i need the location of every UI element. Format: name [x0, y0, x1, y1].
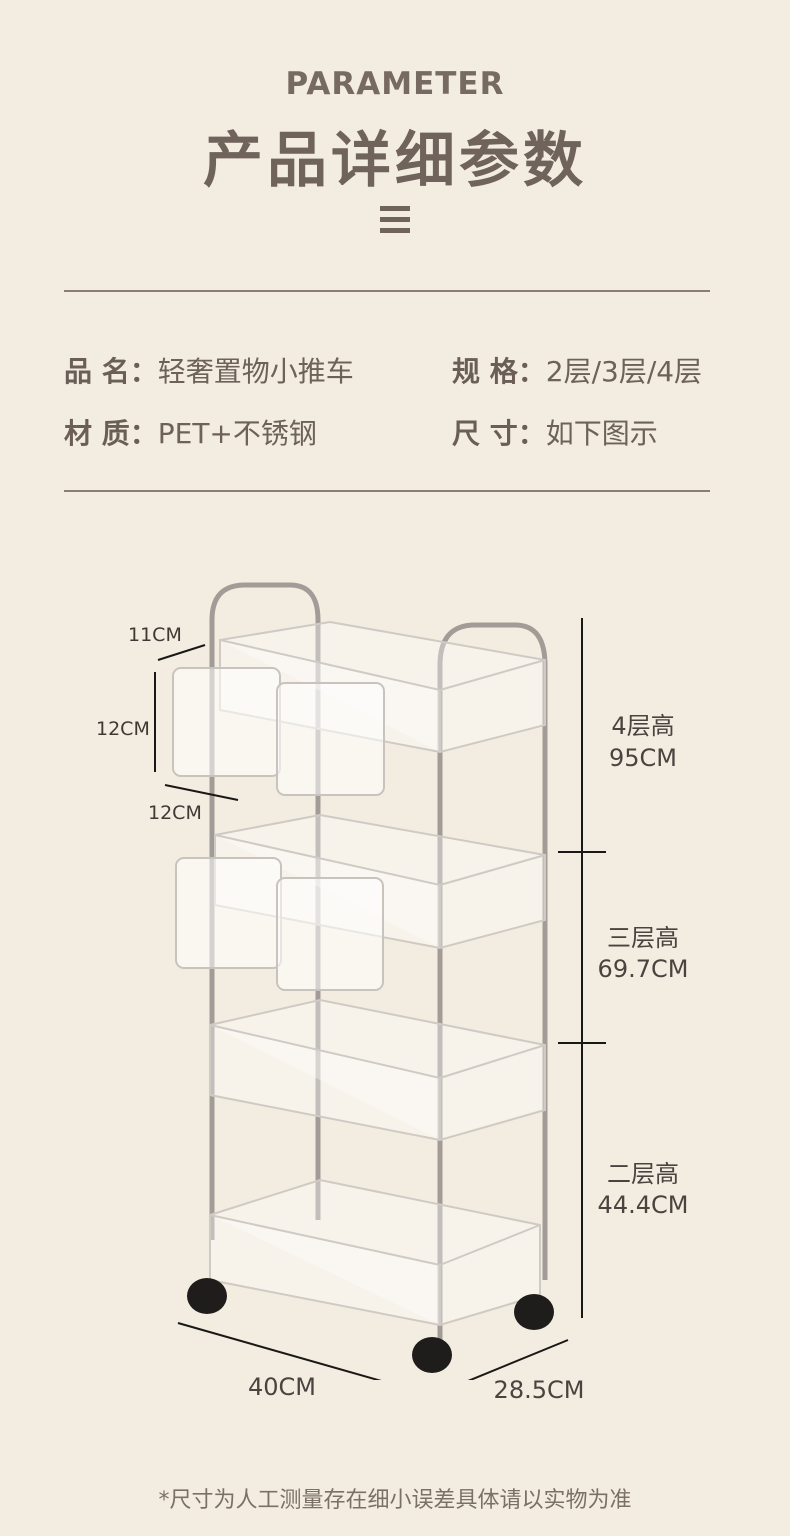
- spec-key: 材 质：: [64, 417, 158, 450]
- spec-value: 2层/3层/4层: [545, 355, 703, 388]
- width-label: 40CM: [247, 1373, 316, 1401]
- tier4-height-value: 95CM: [608, 744, 677, 772]
- frame-poles: [209, 582, 548, 1340]
- tier3-height-label: 三层高: [607, 924, 679, 952]
- spec-value: 轻奢置物小推车: [157, 355, 354, 388]
- spec-key: 规 格：: [452, 355, 546, 388]
- title-english: PARAMETER: [285, 66, 505, 102]
- divider-bottom: [64, 490, 710, 492]
- basket-depth-label: 12CM: [148, 802, 202, 824]
- title-chinese: 产品详细参数: [203, 126, 587, 196]
- footnote: *尺寸为人工测量存在细小误差具体请以实物为准: [158, 1488, 632, 1513]
- spec-value: PET+不锈钢: [157, 417, 317, 450]
- spec-value: 如下图示: [545, 417, 658, 450]
- spec-key: 品 名：: [64, 355, 158, 388]
- spec-size-options: 规 格：2层/3层/4层: [452, 350, 702, 390]
- divider-top: [64, 290, 710, 292]
- spec-key: 尺 寸：: [452, 417, 546, 450]
- tier2-height-label: 二层高: [607, 1160, 679, 1188]
- hanging-baskets: [172, 667, 385, 991]
- caster-wheels: [187, 1278, 554, 1373]
- depth-label: 28.5CM: [493, 1376, 585, 1404]
- tier4-height-label: 4层高: [611, 712, 675, 740]
- shelf-1: [209, 1178, 541, 1327]
- spec-material: 材 质：PET+不锈钢: [64, 412, 317, 452]
- spec-name: 品 名：轻奢置物小推车: [64, 350, 354, 390]
- tier3-height-value: 69.7CM: [597, 955, 689, 983]
- dimension-lines: [154, 618, 606, 1380]
- tier2-height-value: 44.4CM: [597, 1191, 689, 1219]
- spec-dimensions: 尺 寸：如下图示: [452, 412, 658, 452]
- basket-height-label: 12CM: [96, 718, 150, 740]
- basket-width-label: 11CM: [128, 624, 182, 646]
- menu-lines-icon: [380, 206, 410, 234]
- trolley-illustration: [154, 582, 606, 1380]
- shelf-2: [209, 998, 546, 1142]
